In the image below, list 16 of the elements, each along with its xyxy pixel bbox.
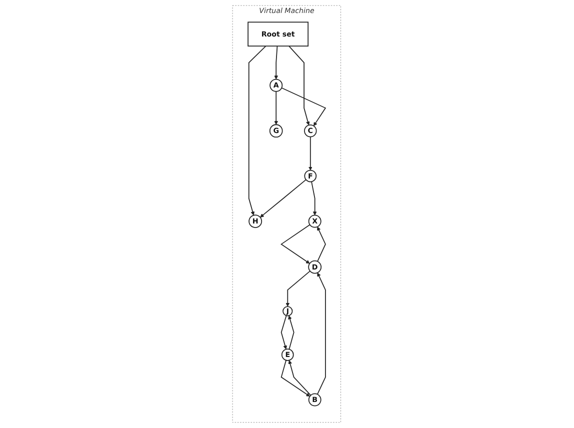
arrow xyxy=(274,46,278,80)
arrow xyxy=(281,315,288,350)
arrow xyxy=(288,46,310,126)
arrow xyxy=(282,87,326,126)
arrow xyxy=(274,91,278,125)
arrow xyxy=(288,316,295,350)
arrow xyxy=(281,360,310,397)
arrow xyxy=(311,181,318,216)
arrow xyxy=(280,224,311,264)
arrow xyxy=(286,270,311,307)
arrow xyxy=(288,360,312,396)
arrow xyxy=(317,272,326,395)
arrow xyxy=(248,46,267,216)
arrow xyxy=(317,226,326,262)
arrow xyxy=(308,136,313,171)
arrow xyxy=(260,179,307,218)
